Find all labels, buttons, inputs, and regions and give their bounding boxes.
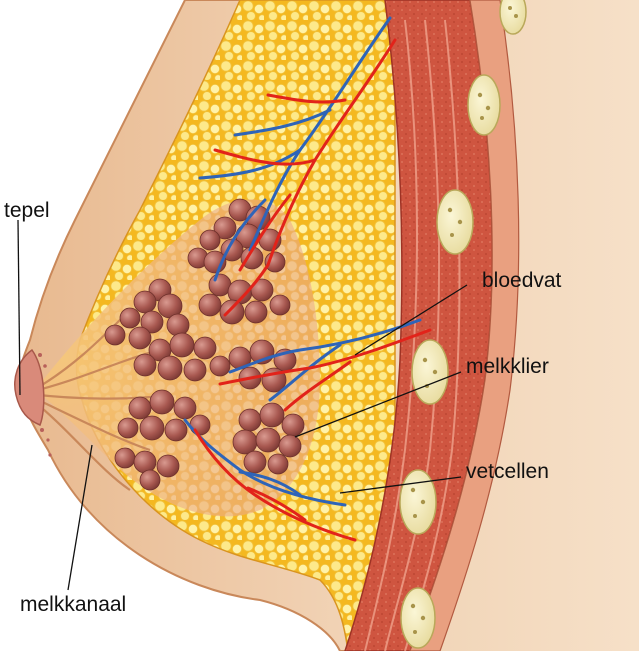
label-fat-cells: vetcellen	[466, 461, 549, 482]
label-milk-duct: melkkanaal	[20, 594, 126, 615]
label-blood-vessel: bloedvat	[482, 270, 561, 291]
label-nipple: tepel	[4, 200, 50, 221]
label-mammary-gland: melkklier	[466, 356, 549, 377]
